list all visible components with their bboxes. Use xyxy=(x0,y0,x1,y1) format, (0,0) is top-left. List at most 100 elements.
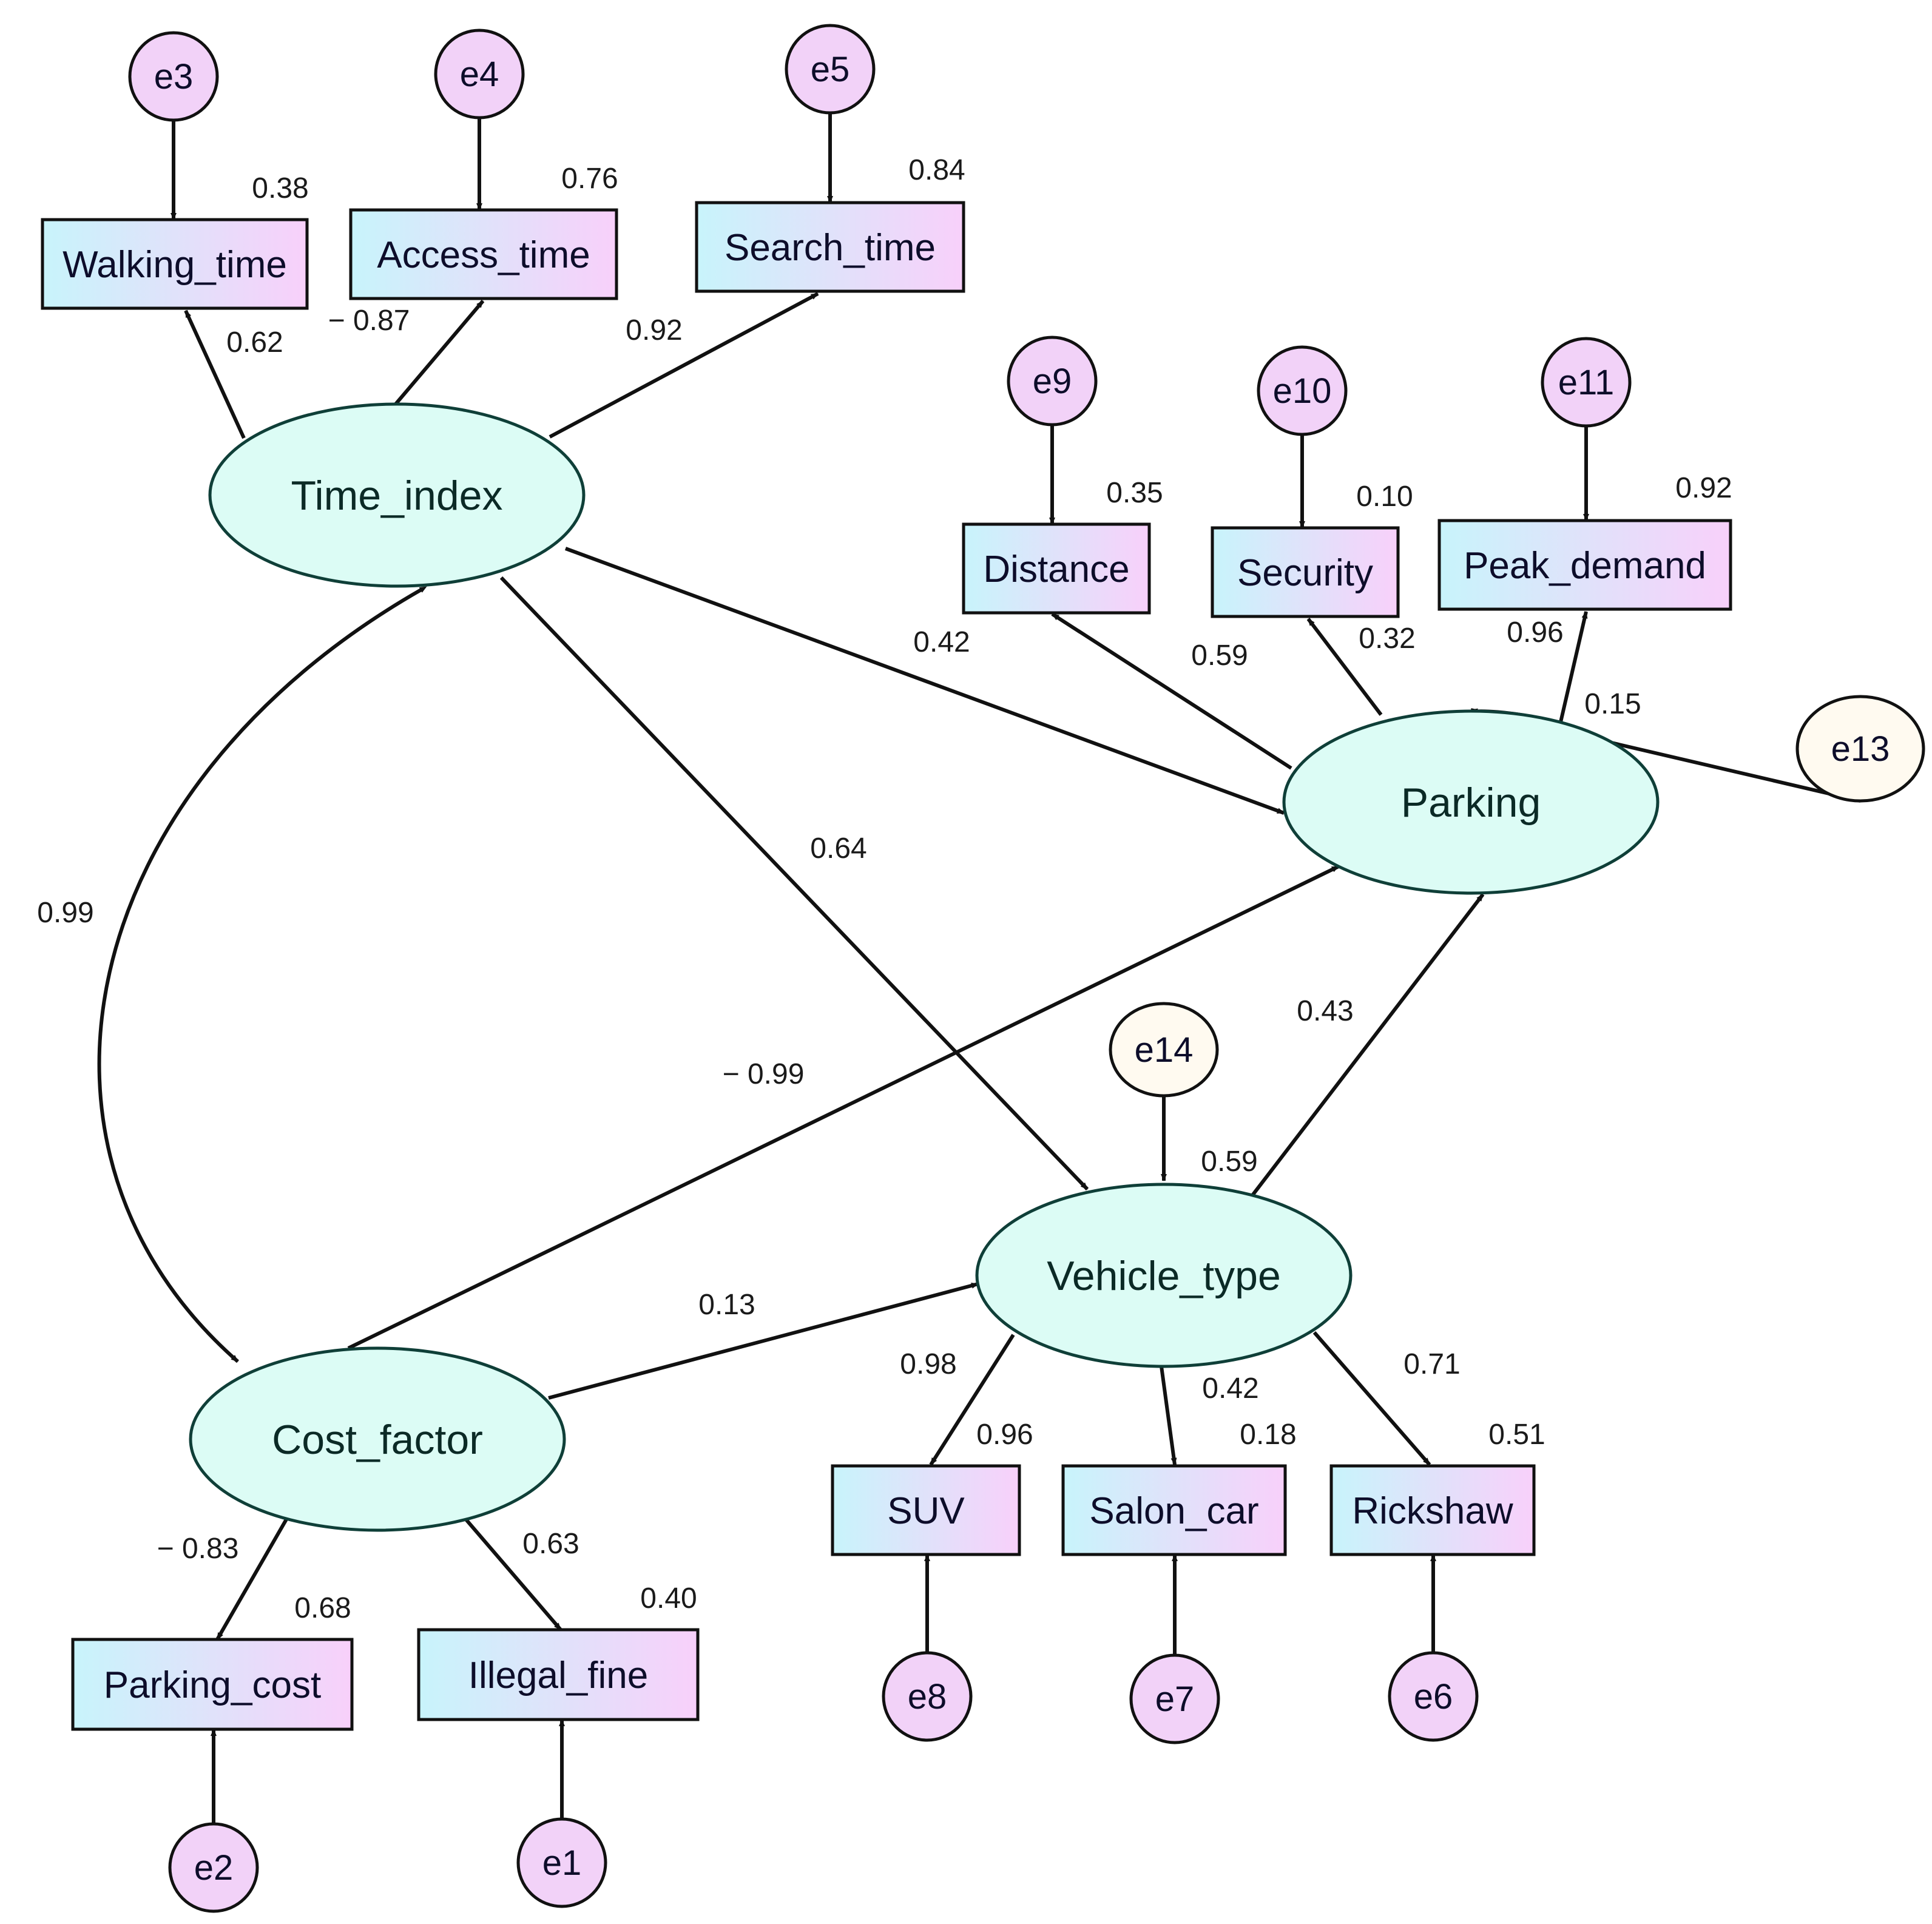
path-arrow-veh_rick xyxy=(1312,1331,1431,1466)
error-label: e2 xyxy=(194,1848,234,1888)
latent-r2-park: 0.15 xyxy=(1584,688,1641,720)
path-arrow-park_dist xyxy=(1051,612,1292,770)
error-label: e8 xyxy=(908,1677,947,1716)
path-coefficient-time_walk: 0.62 xyxy=(226,326,283,359)
observed-label: Distance xyxy=(983,549,1129,590)
latent-node-cost[interactable]: Cost_factor xyxy=(189,1346,566,1532)
path-arrow-cost_park xyxy=(347,865,1340,1350)
observed-node-peak[interactable]: Peak_demand xyxy=(1437,519,1732,611)
observed-node-salon[interactable]: Salon_car xyxy=(1061,1464,1287,1556)
latent-ellipse xyxy=(1282,709,1660,895)
observed-label: Search_time xyxy=(724,227,936,269)
observed-node-search[interactable]: Search_time xyxy=(695,201,965,293)
error-node-e3[interactable]: e3 xyxy=(128,31,219,122)
r2-access: 0.76 xyxy=(561,163,618,195)
error-node-e10[interactable]: e10 xyxy=(1257,345,1348,436)
observed-label: Security xyxy=(1237,552,1373,594)
nodes-layer: Time_indexParkingVehicle_typeCost_factor… xyxy=(41,24,1925,1913)
observed-box xyxy=(71,1638,354,1731)
error-circle xyxy=(1007,336,1098,427)
observed-box xyxy=(1329,1464,1536,1556)
error-node-e7[interactable]: e7 xyxy=(1129,1653,1220,1744)
path-coefficient-veh_rick: 0.71 xyxy=(1403,1348,1460,1380)
r2-walk: 0.38 xyxy=(252,172,308,204)
path-arrow-time_access xyxy=(394,300,485,405)
path-coefficient-park_sec: 0.32 xyxy=(1359,623,1415,655)
latent-node-park[interactable]: Parking xyxy=(1282,709,1660,895)
path-coefficient-veh_park: 0.43 xyxy=(1297,995,1353,1027)
path-arrow-park_peak xyxy=(1559,611,1588,723)
observed-label: Rickshaw xyxy=(1352,1490,1513,1532)
observed-node-dist[interactable]: Distance xyxy=(962,522,1151,615)
error-label: e5 xyxy=(811,50,850,89)
observed-node-suv[interactable]: SUV xyxy=(831,1464,1021,1556)
r2-pcost: 0.68 xyxy=(294,1592,351,1624)
path-coefficient-time_search: 0.92 xyxy=(626,314,682,346)
observed-node-walk[interactable]: Walking_time xyxy=(41,218,309,310)
path-arrow-time_walk xyxy=(184,309,246,439)
latent-node-time[interactable]: Time_index xyxy=(208,402,586,588)
observed-label: SUV xyxy=(887,1490,965,1532)
path-coefficient-time_veh: 0.64 xyxy=(810,832,866,865)
r2-salon: 0.18 xyxy=(1240,1419,1296,1451)
error-circle xyxy=(1257,345,1348,436)
path-coefficient-park_dist: 0.59 xyxy=(1191,640,1248,672)
latent-label: Cost_factor xyxy=(272,1417,483,1463)
disturbance-node-e13[interactable]: e13 xyxy=(1795,695,1925,803)
error-node-e8[interactable]: e8 xyxy=(882,1651,973,1742)
path-coefficient-time_park: 0.42 xyxy=(913,626,970,658)
covariance-arrow-time-cost xyxy=(97,586,427,1363)
error-node-e1[interactable]: e1 xyxy=(516,1817,607,1908)
error-circle xyxy=(516,1817,607,1908)
disturbance-label: e14 xyxy=(1135,1030,1194,1070)
observed-node-access[interactable]: Access_time xyxy=(349,208,618,300)
latent-label: Vehicle_type xyxy=(1047,1253,1281,1299)
path-arrow-time_veh xyxy=(499,576,1089,1191)
latent-node-veh[interactable]: Vehicle_type xyxy=(975,1183,1353,1368)
observed-label: Peak_demand xyxy=(1464,545,1706,587)
path-coefficient-park_peak: 0.96 xyxy=(1507,616,1563,649)
observed-box xyxy=(349,208,618,300)
observed-label: Illegal_fine xyxy=(468,1655,648,1696)
edges-layer xyxy=(97,113,1861,1824)
r2-rick: 0.51 xyxy=(1488,1419,1545,1451)
observed-label: Parking_cost xyxy=(104,1664,321,1706)
error-node-e2[interactable]: e2 xyxy=(168,1822,259,1913)
error-node-e11[interactable]: e11 xyxy=(1541,337,1632,428)
path-coefficient-cost_pcost: − 0.83 xyxy=(157,1533,239,1565)
error-label: e3 xyxy=(154,57,194,96)
observed-node-pcost[interactable]: Parking_cost xyxy=(71,1638,354,1731)
error-circle xyxy=(1541,337,1632,428)
observed-node-fine[interactable]: Illegal_fine xyxy=(417,1628,700,1721)
latent-ellipse xyxy=(189,1346,566,1532)
latent-ellipse xyxy=(975,1183,1353,1368)
error-node-e4[interactable]: e4 xyxy=(434,29,525,120)
error-node-e9[interactable]: e9 xyxy=(1007,336,1098,427)
observed-node-rick[interactable]: Rickshaw xyxy=(1329,1464,1536,1556)
path-coefficient-cost_park: − 0.99 xyxy=(723,1058,805,1090)
error-circle xyxy=(434,29,525,120)
observed-node-sec[interactable]: Security xyxy=(1211,526,1400,618)
observed-box xyxy=(1211,526,1400,618)
error-node-e5[interactable]: e5 xyxy=(785,24,876,115)
latent-label: Parking xyxy=(1401,780,1541,826)
path-coefficient-time_cost_cov: 0.99 xyxy=(37,897,93,929)
path-coefficient-cost_veh: 0.13 xyxy=(698,1289,755,1321)
path-arrow-time_search xyxy=(549,292,819,439)
r2-peak: 0.92 xyxy=(1675,472,1732,504)
latent-r2-veh: 0.59 xyxy=(1201,1146,1257,1178)
error-circle xyxy=(785,24,876,115)
r2-search: 0.84 xyxy=(908,154,965,186)
observed-box xyxy=(962,522,1151,615)
observed-label: Walking_time xyxy=(62,244,287,286)
observed-label: Access_time xyxy=(377,234,590,276)
error-label: e4 xyxy=(460,55,499,94)
error-circle xyxy=(1388,1651,1479,1742)
error-node-e6[interactable]: e6 xyxy=(1388,1651,1479,1742)
disturbance-node-e14[interactable]: e14 xyxy=(1109,1002,1219,1098)
error-label: e9 xyxy=(1033,362,1072,401)
path-arrow-time_park xyxy=(564,547,1285,815)
path-coefficient-veh_suv: 0.98 xyxy=(900,1348,956,1380)
